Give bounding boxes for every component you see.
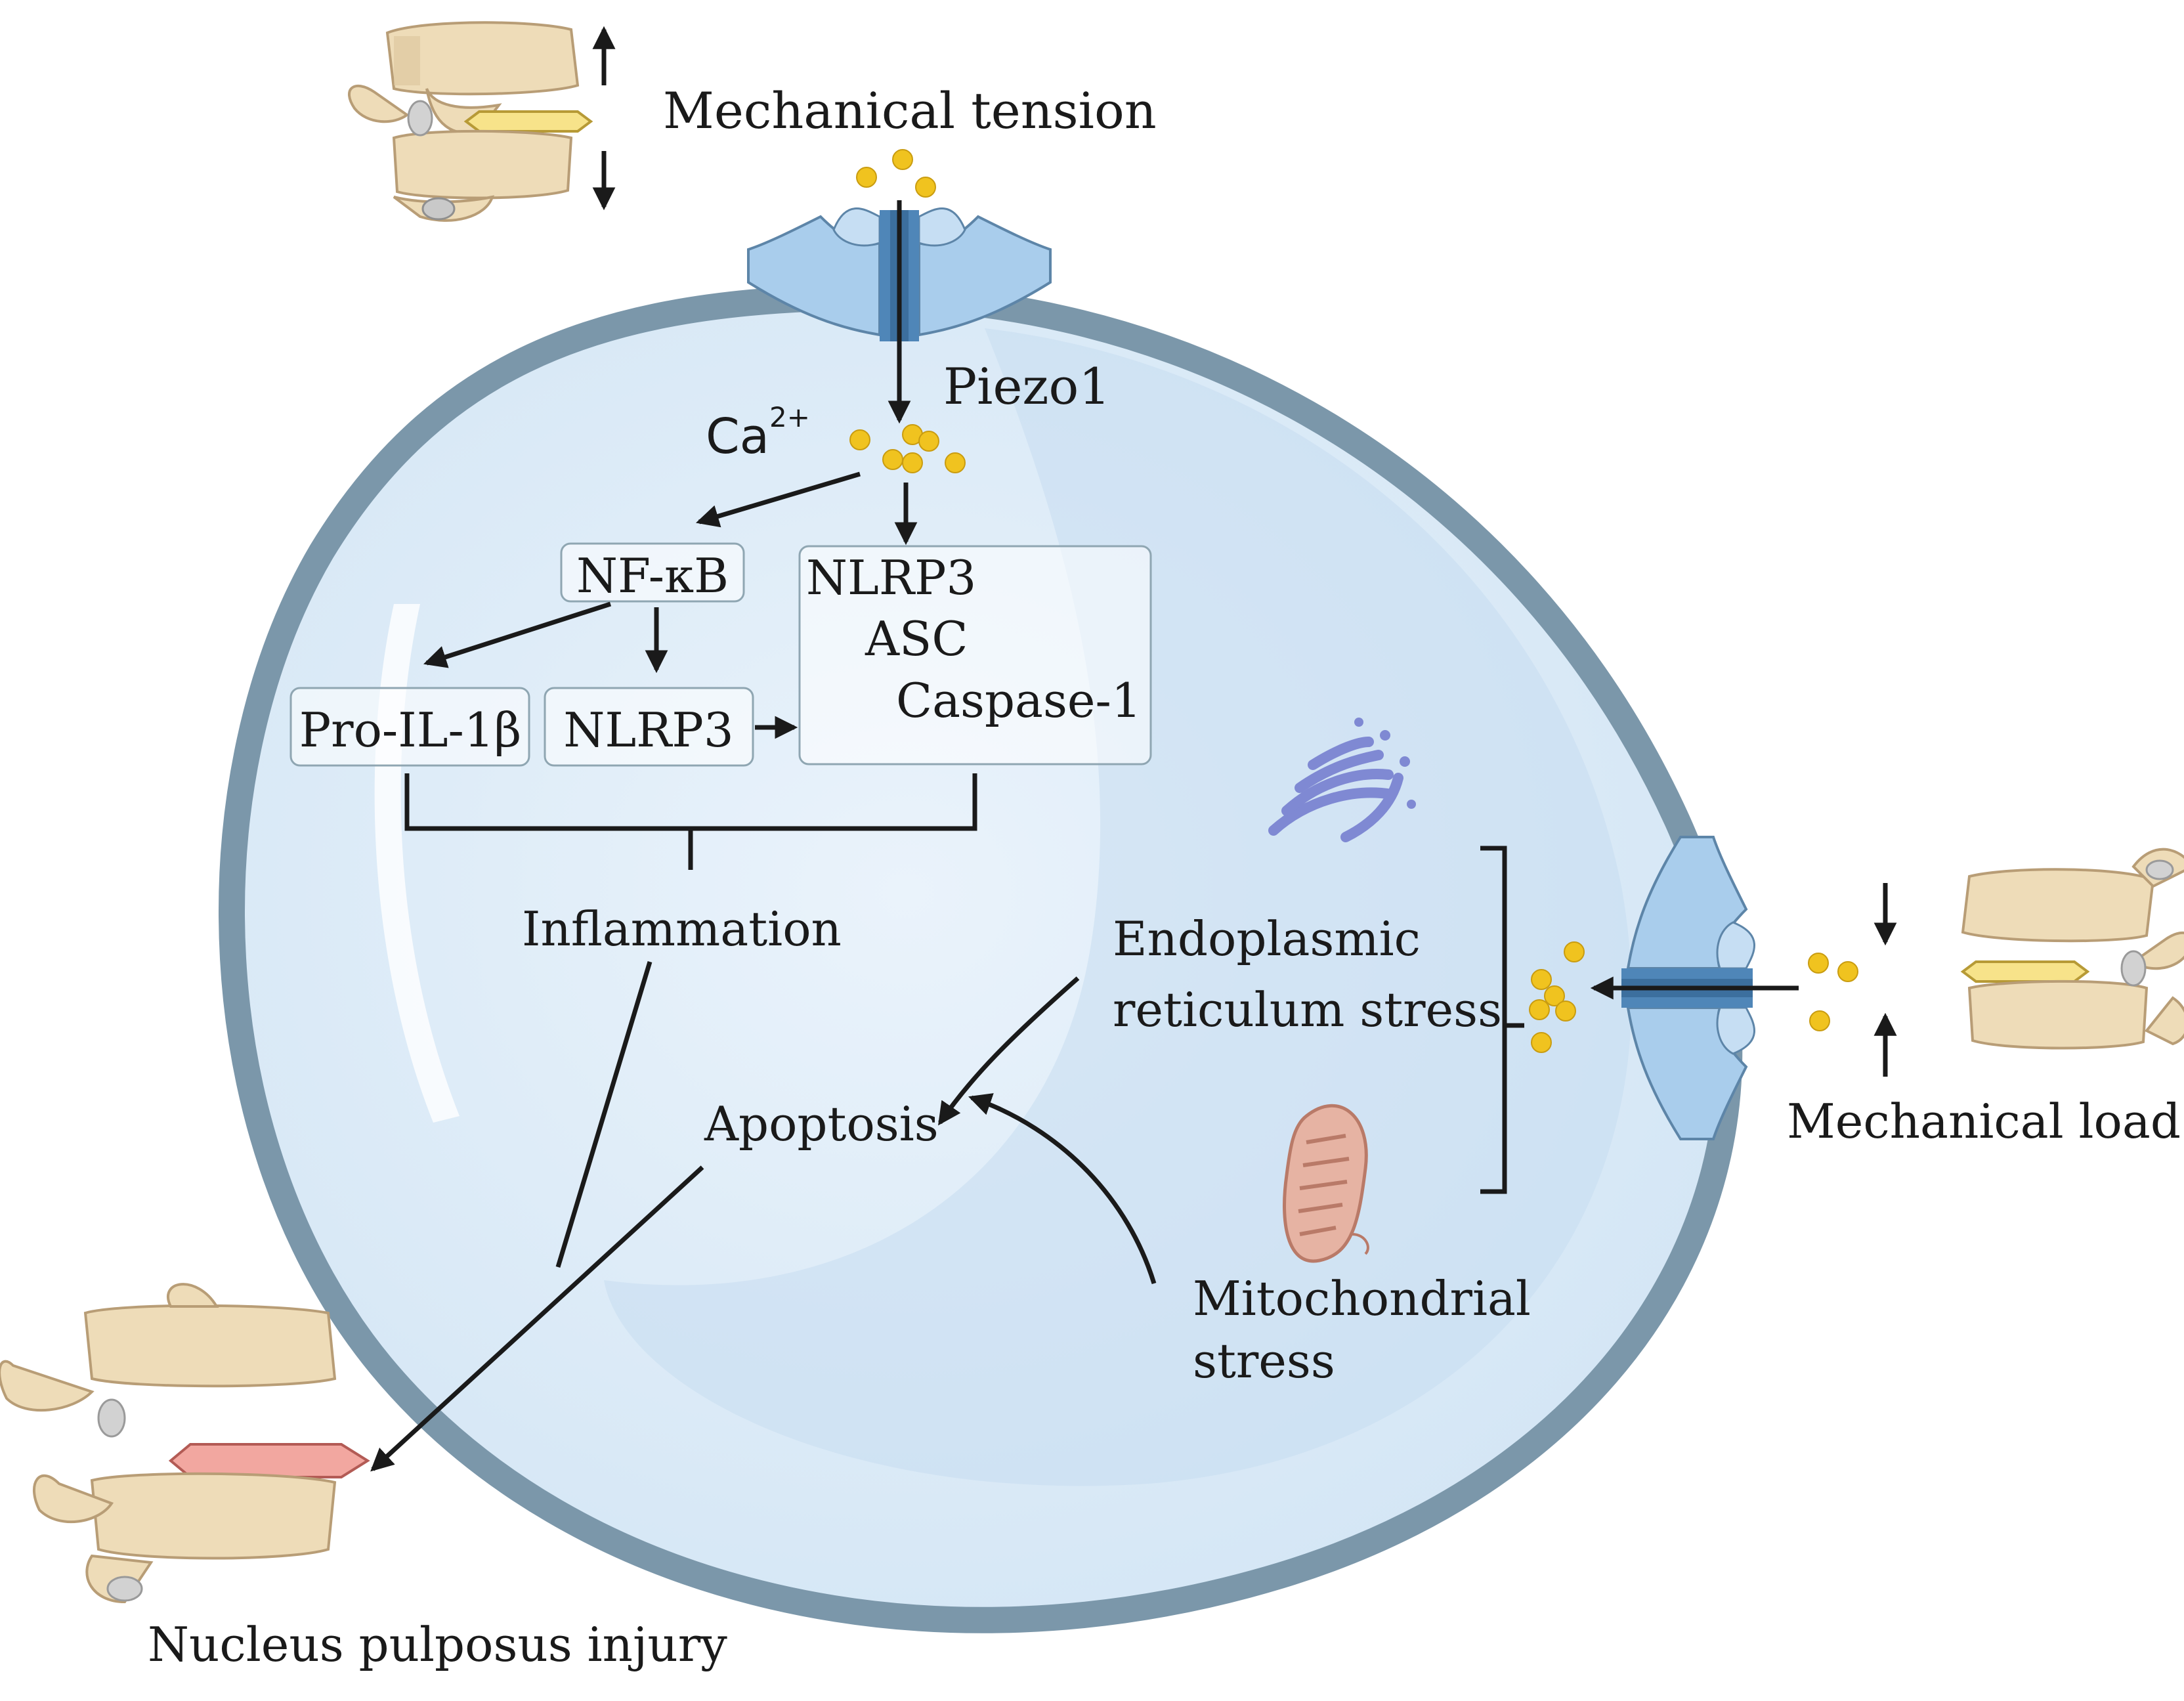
cell [219, 284, 1743, 1633]
arrow-calcium-to-nfkb [695, 471, 861, 528]
spine-segment-icon-top [347, 21, 616, 222]
line-inflammation-to-injury [555, 960, 653, 1268]
label-complex-caspase1: Caspase-1 [896, 673, 1142, 728]
label-piezo1: Piezo1 [943, 357, 1111, 416]
label-complex-asc: ASC [865, 611, 968, 666]
calcium-ions-inside-right [1529, 941, 1585, 1053]
nlrp3-box [544, 687, 754, 767]
injured-spine-segment-icon [0, 1283, 370, 1604]
arrow-mito-stress-to-apoptosis [968, 1093, 1157, 1285]
label-er-stress-line1: Endoplasmic [1113, 911, 1421, 966]
calcium-ions-outside-right [1808, 953, 1858, 1031]
calcium-ions-outside-top [856, 149, 936, 198]
calcium-ions-inside-top [849, 424, 966, 473]
arrow-er-stress-to-apoptosis [938, 976, 1080, 1126]
arrow-apoptosis-to-injury [370, 1165, 704, 1472]
label-inflammation: Inflammation [522, 901, 842, 957]
label-apoptosis: Apoptosis [704, 1096, 939, 1152]
label-mechanical-load: Mechanical load [1787, 1094, 2181, 1149]
label-nfkb: NF-κB [576, 548, 729, 603]
label-calcium: Ca2+ [706, 401, 810, 465]
injured-disc [168, 1443, 370, 1478]
label-mito-stress-line2: stress [1193, 1333, 1335, 1389]
label-er-stress-line2: reticulum stress [1113, 982, 1502, 1037]
label-pro-il1b: Pro-IL-1β [299, 702, 522, 758]
label-complex-nlrp3: NLRP3 [806, 550, 976, 605]
label-mito-stress-line1: Mitochondrial [1193, 1271, 1531, 1326]
healthy-disc-right [1960, 960, 2090, 983]
label-nlrp3: NLRP3 [563, 702, 733, 758]
label-mechanical-tension: Mechanical tension [663, 81, 1157, 140]
nfkb-box [560, 542, 745, 603]
piezo1-channel-top [747, 207, 1052, 341]
stress-bracket [1480, 846, 1524, 1194]
bracket-to-inflammation [404, 773, 977, 870]
cytoplasm-shade [604, 328, 1632, 1486]
mitochondrion-icon [1283, 1104, 1369, 1263]
label-calcium-charge: 2+ [769, 401, 810, 433]
spine-segment-icon-right [1960, 848, 2184, 1050]
label-calcium-base: Ca [706, 408, 769, 465]
pro-il1b-box [289, 687, 530, 767]
endoplasmic-reticulum-icon [1268, 718, 1416, 842]
inflammasome-box [798, 545, 1152, 765]
arrow-nfkb-to-pro-il1b [423, 601, 612, 668]
label-np-injury: Nucleus pulposus injury [148, 1617, 727, 1672]
healthy-disc [463, 110, 593, 133]
